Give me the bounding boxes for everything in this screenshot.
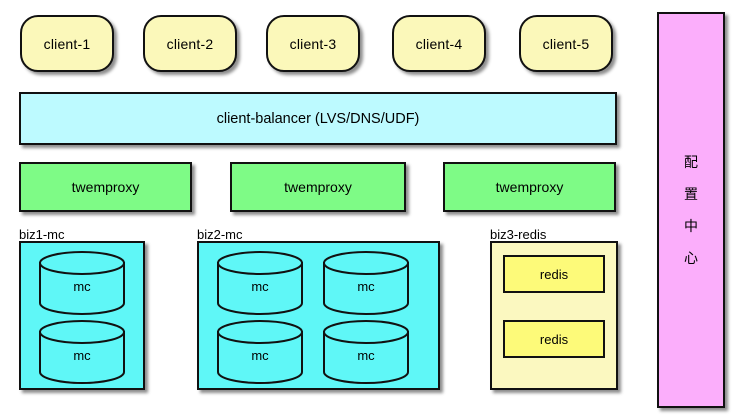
- memcached-node-label: mc: [251, 347, 269, 363]
- redis-node-2[interactable]: redis: [503, 320, 605, 358]
- redis-node-label: redis: [539, 331, 569, 347]
- memcached-node[interactable]: mc: [38, 251, 126, 315]
- memcached-node[interactable]: mc: [216, 251, 304, 315]
- redis-node-1[interactable]: redis: [503, 255, 605, 293]
- cylinder-icon: [39, 251, 125, 315]
- client-node-label: client-2: [166, 35, 214, 52]
- twemproxy-node-1[interactable]: twemproxy: [19, 162, 192, 212]
- memcached-node-label: mc: [251, 278, 269, 294]
- memcached-node-label: mc: [73, 347, 91, 363]
- client-node-3[interactable]: client-3: [266, 15, 360, 72]
- config-center-char: 置: [684, 186, 698, 202]
- cylinder-icon: [217, 251, 303, 315]
- twemproxy-label: twemproxy: [284, 179, 352, 195]
- client-node-label: client-1: [43, 35, 91, 52]
- memcached-node[interactable]: mc: [322, 320, 410, 384]
- client-node-5[interactable]: client-5: [519, 15, 613, 72]
- cylinder-icon: [39, 320, 125, 384]
- client-node-label: client-3: [289, 35, 337, 52]
- memcached-node-label: mc: [357, 278, 375, 294]
- cylinder-icon: [323, 320, 409, 384]
- config-center-char: 中: [684, 218, 698, 234]
- client-node-2[interactable]: client-2: [143, 15, 237, 72]
- twemproxy-label: twemproxy: [495, 179, 564, 195]
- config-center-char: 心: [684, 250, 698, 266]
- config-center-label: 配 置 中 心: [684, 146, 698, 274]
- client-node-1[interactable]: client-1: [20, 15, 114, 72]
- memcached-node-label: mc: [357, 347, 375, 363]
- group-label-biz1-mc: biz1-mc: [19, 227, 65, 242]
- memcached-node[interactable]: mc: [216, 320, 304, 384]
- client-node-4[interactable]: client-4: [392, 15, 486, 72]
- twemproxy-node-2[interactable]: twemproxy: [230, 162, 406, 212]
- twemproxy-label: twemproxy: [71, 179, 140, 195]
- client-node-label: client-5: [542, 35, 590, 52]
- memcached-node[interactable]: mc: [38, 320, 126, 384]
- client-node-label: client-4: [415, 35, 463, 52]
- group-label-biz3-redis: biz3-redis: [490, 227, 547, 242]
- twemproxy-node-3[interactable]: twemproxy: [443, 162, 616, 212]
- redis-node-label: redis: [539, 266, 569, 282]
- cylinder-icon: [323, 251, 409, 315]
- config-center-char: 配: [684, 154, 698, 170]
- config-center-panel[interactable]: 配 置 中 心: [657, 12, 725, 408]
- memcached-node[interactable]: mc: [322, 251, 410, 315]
- client-balancer-label: client-balancer (LVS/DNS/UDF): [216, 110, 420, 127]
- group-label-biz2-mc: biz2-mc: [197, 227, 243, 242]
- cylinder-icon: [217, 320, 303, 384]
- client-balancer-bar[interactable]: client-balancer (LVS/DNS/UDF): [19, 92, 617, 145]
- memcached-node-label: mc: [73, 278, 91, 294]
